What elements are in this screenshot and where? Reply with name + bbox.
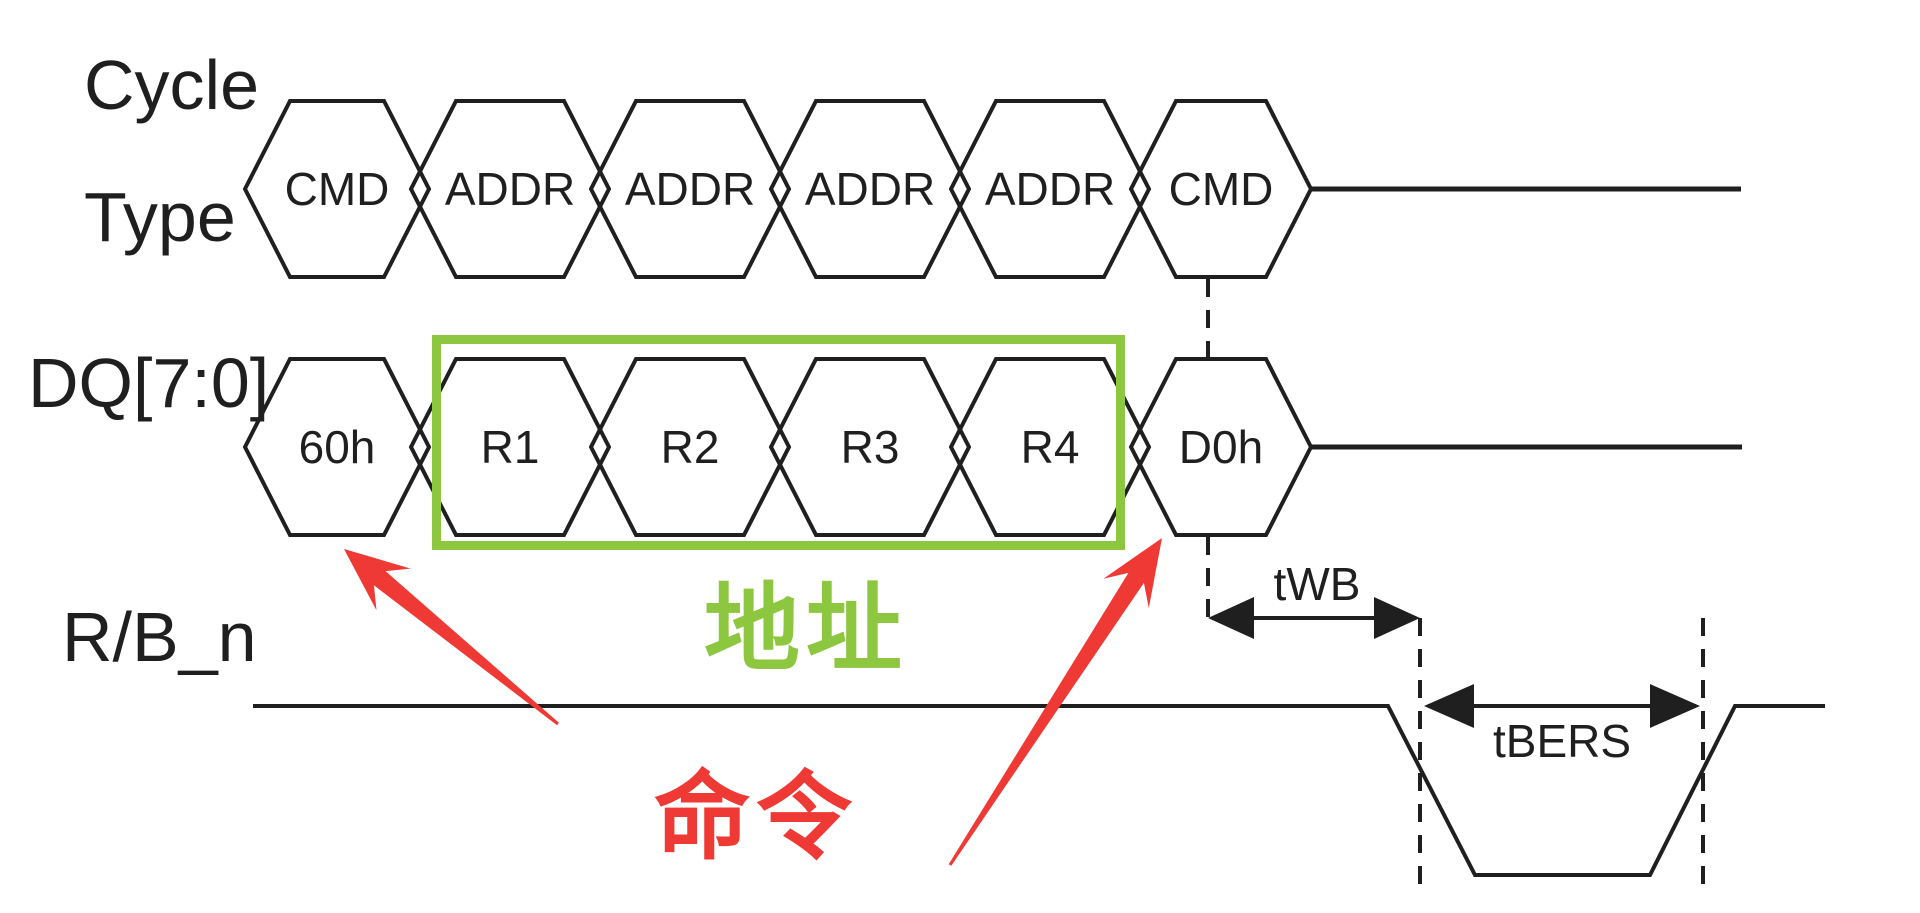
hexagon-fill	[245, 359, 429, 535]
cycle-type-label-line2: Type	[84, 178, 236, 256]
cycle-type-cell-4: ADDR	[985, 163, 1115, 215]
cycle-type-label-line1: Cycle	[84, 46, 260, 124]
ready-busy-label: R/B_n	[62, 598, 257, 676]
hexagon-fill	[411, 101, 609, 277]
hexagon-fill	[951, 359, 1149, 535]
rbn-waveform	[253, 704, 1825, 877]
cycle-type-cell-5: CMD	[1169, 163, 1274, 215]
tbers-timing-label: tBERS	[1492, 715, 1632, 767]
dq-cell-2: R2	[661, 421, 720, 473]
hexagon-fill	[245, 101, 429, 277]
dq-cell-3: R3	[841, 421, 900, 473]
hexagon-fill	[771, 359, 969, 535]
hexagon-shape	[948, 99, 1152, 279]
dq-cell-4: R4	[1021, 421, 1080, 473]
hexagon-shape	[242, 99, 432, 279]
command-arrow-left	[344, 549, 559, 726]
hexagon-shape	[768, 99, 972, 279]
address-highlight-box	[432, 335, 1125, 550]
hexagon-fill	[1131, 359, 1311, 535]
hexagon-fill	[411, 359, 609, 535]
hexagon-shape	[242, 357, 432, 537]
cycle-type-cell-3: ADDR	[805, 163, 935, 215]
hexagon-fill	[591, 101, 789, 277]
hexagon-shape	[588, 99, 792, 279]
hexagon-shape	[588, 357, 792, 537]
hexagon-fill	[951, 101, 1149, 277]
dq-cell-5: D0h	[1179, 421, 1263, 473]
dq-bus-label: DQ[7:0]	[28, 344, 270, 422]
twb-timing-label: tWB	[1273, 558, 1361, 610]
hexagon-fill	[1131, 101, 1311, 277]
tbers-measure-arrow	[1424, 684, 1700, 728]
hexagon-shape	[948, 357, 1152, 537]
address-annotation-chinese: 地址	[704, 576, 908, 683]
cycle-type-cell-row: CMD ADDR ADDR ADDR ADDR CMD	[242, 99, 1314, 279]
command-arrow-right	[948, 538, 1162, 866]
hexagon-shape	[408, 99, 612, 279]
cycle-type-cell-0: CMD	[285, 163, 390, 215]
command-annotation-chinese: 命令	[654, 764, 858, 871]
hexagon-shape	[408, 357, 612, 537]
hexagon-fill	[771, 101, 969, 277]
dq-cell-1: R1	[481, 421, 540, 473]
hexagon-fill	[591, 359, 789, 535]
dq-cell-0: 60h	[299, 421, 376, 473]
twb-measure-arrow	[1208, 597, 1420, 639]
dq-cell-row: 60h R1 R2 R3 R4 D0h	[242, 357, 1314, 537]
cycle-type-cell-2: ADDR	[625, 163, 755, 215]
cycle-type-cell-1: ADDR	[445, 163, 575, 215]
hexagon-shape	[768, 357, 972, 537]
